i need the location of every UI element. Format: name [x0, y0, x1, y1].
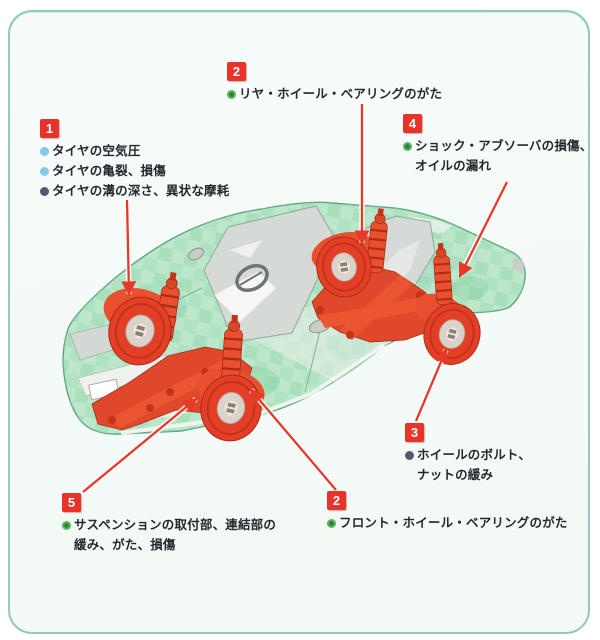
bullet-dot-icon [62, 520, 71, 530]
callout-2-front-text: フロント・ホイール・ベアリングのがた [339, 516, 568, 530]
arrow-3-wheel-bolts [413, 347, 449, 423]
callout-2-front-badge: 2 [327, 491, 346, 510]
bullet-dot-icon [40, 146, 49, 156]
bullet-dot-icon [40, 166, 49, 176]
arrow-2-front-bearing [248, 388, 339, 492]
arrow-4-shock [457, 180, 510, 279]
callout-1-text-3: タイヤの溝の深さ、異状な摩耗 [52, 184, 230, 198]
callout-3-badge: 3 [405, 423, 424, 442]
callout-1-text-2: タイヤの亀裂、損傷 [52, 164, 166, 178]
callout-2-rear-text: リヤ・ホイール・ベアリングのがた [239, 87, 443, 101]
callout-4-badge: 4 [403, 114, 422, 133]
callout-4-text-1: ショック・アブソーバの損傷、 [415, 139, 593, 153]
bullet-dot-icon [403, 141, 412, 151]
callout-1-text-1: タイヤの空気圧 [52, 144, 141, 158]
far-door-mirror [188, 247, 204, 261]
callout-1-badge: 1 [40, 119, 59, 138]
bullet-dot-icon [227, 89, 236, 99]
bullet-dot-icon [40, 186, 49, 196]
rocker-skirt [120, 343, 386, 435]
callout-3-text-1: ホイールのボルト、 [417, 448, 532, 462]
tail-lamp [512, 256, 524, 274]
steering-wheel [235, 263, 269, 293]
arrow-1-tires [121, 199, 137, 297]
callout-arrows [81, 104, 510, 495]
callout-4-text-2: オイルの漏れ [415, 159, 492, 173]
bullet-dot-icon [405, 450, 414, 460]
bullet-dot-icon [327, 518, 336, 528]
arrow-5-suspension [81, 396, 198, 495]
callout-5-text-1: サスペンションの取付部、連結部の [74, 518, 277, 532]
callout-5-badge: 5 [62, 493, 81, 512]
callout-2-rear-badge: 2 [227, 62, 246, 81]
callout-3-text-2: ナットの緩み [417, 468, 494, 482]
callout-5-text-2: 緩み、がた、損傷 [74, 538, 176, 552]
